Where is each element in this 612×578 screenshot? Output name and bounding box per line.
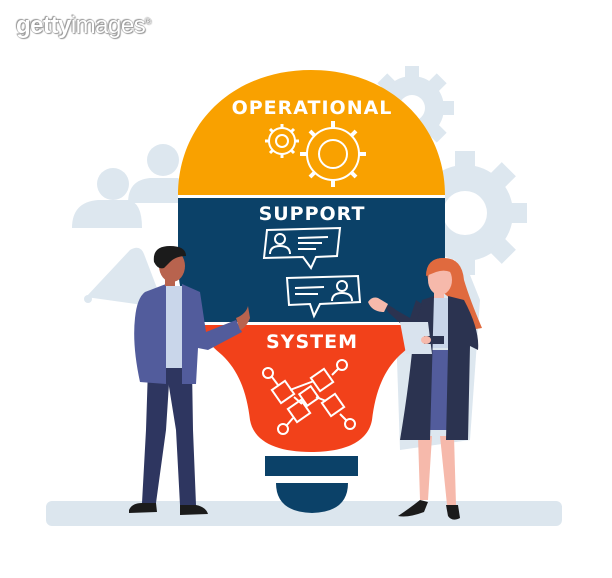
- watermark-brand-light: images: [70, 12, 146, 39]
- getty-images-watermark: gettyimages®: [16, 12, 151, 40]
- user-silhouette-icon: [72, 168, 142, 228]
- network-nodes-icon: [262, 359, 356, 435]
- ground-strip: [46, 501, 562, 526]
- chat-bubbles-icon: [262, 226, 362, 319]
- support-label: SUPPORT: [259, 203, 366, 225]
- man-character: [129, 246, 250, 515]
- watermark-registered-mark: ®: [145, 17, 151, 26]
- bulb-base-dome: [276, 483, 348, 513]
- bulb-segment-support: [178, 198, 445, 322]
- system-label: SYSTEM: [266, 331, 358, 353]
- woman-character: [368, 258, 482, 520]
- gears-icon: [265, 121, 366, 187]
- operational-label: OPERATIONAL: [232, 97, 393, 119]
- user-silhouette-icon: [128, 144, 182, 203]
- watermark-brand-bold: getty: [16, 12, 71, 39]
- megaphone-icon: [84, 247, 161, 306]
- bulb-base-bar: [265, 456, 358, 476]
